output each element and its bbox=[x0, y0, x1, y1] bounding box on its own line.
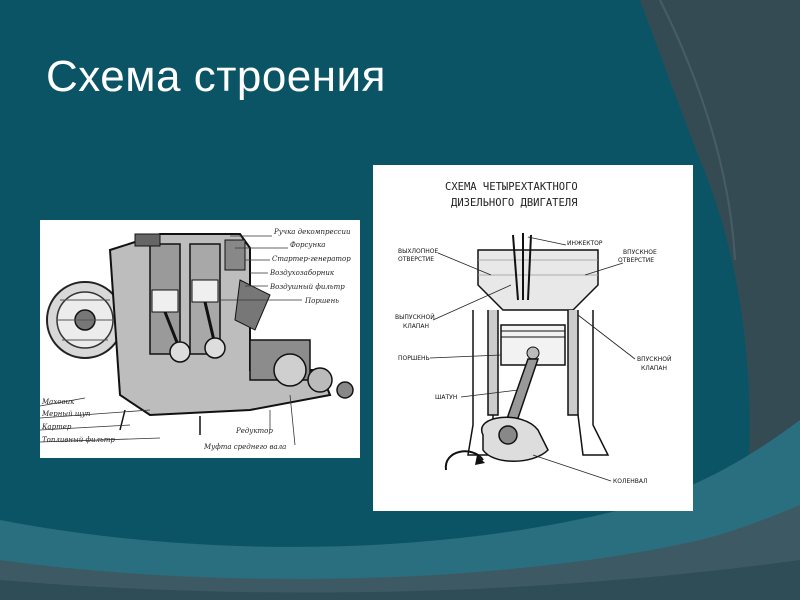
label-intake-port-1: ВПУСКНОЕ bbox=[623, 249, 657, 256]
diesel-scheme-drawing: СХЕМА ЧЕТЫРЕХТАКТНОГО ДИЗЕЛЬНОГО ДВИГАТЕ… bbox=[395, 181, 671, 485]
label-air-intake: Воздухозаборник bbox=[269, 269, 335, 277]
label-exhaust-valve-2: КЛАПАН bbox=[403, 323, 429, 330]
label-injector: ИНЖЕКТОР bbox=[567, 240, 603, 247]
label-crankshaft: КОЛЕНВАЛ bbox=[613, 478, 648, 485]
label-middle-shaft-coupling: Муфта среднего вала bbox=[203, 443, 286, 451]
engine-cutaway-drawing: Ручка декомпрессии Форсунка Стартер-гене… bbox=[40, 228, 354, 451]
label-dipstick: Мерный щуп bbox=[41, 410, 91, 418]
label-exhaust-port-2: ОТВЕРСТИЕ bbox=[398, 256, 434, 263]
label-piston: ПОРШЕНЬ bbox=[398, 355, 430, 362]
label-piston: Поршень bbox=[304, 297, 339, 305]
label-exhaust-valve-1: ВЫПУСКНОЙ bbox=[395, 314, 435, 321]
label-air-filter: Воздушный фильтр bbox=[269, 283, 345, 291]
label-flywheel: Маховик bbox=[41, 398, 75, 406]
slide-title: Схема строения bbox=[46, 52, 386, 101]
engine-cutaway-panel: Ручка декомпрессии Форсунка Стартер-гене… bbox=[40, 220, 360, 458]
label-fuel-filter: Топливный фильтр bbox=[42, 436, 115, 444]
label-intake-port-2: ОТВЕРСТИЕ bbox=[618, 257, 654, 264]
diesel-scheme-panel: СХЕМА ЧЕТЫРЕХТАКТНОГО ДИЗЕЛЬНОГО ДВИГАТЕ… bbox=[373, 165, 693, 511]
scheme-title-line1: СХЕМА ЧЕТЫРЕХТАКТНОГО bbox=[445, 181, 578, 193]
label-crankcase: Картер bbox=[41, 423, 72, 431]
label-starter-generator: Стартер-генератор bbox=[272, 255, 351, 263]
label-injector-nozzle: Форсунка bbox=[290, 241, 325, 249]
scheme-title-line2: ДИЗЕЛЬНОГО ДВИГАТЕЛЯ bbox=[451, 197, 577, 209]
label-intake-valve-2: КЛАПАН bbox=[641, 365, 667, 372]
label-decompression-handle: Ручка декомпрессии bbox=[273, 228, 351, 236]
label-exhaust-port-1: ВЫХЛОПНОЕ bbox=[398, 248, 439, 255]
label-connecting-rod: ШАТУН bbox=[435, 394, 457, 401]
label-intake-valve-1: ВПУСКНОЙ bbox=[637, 356, 671, 363]
label-reducer: Редуктор bbox=[235, 427, 273, 435]
